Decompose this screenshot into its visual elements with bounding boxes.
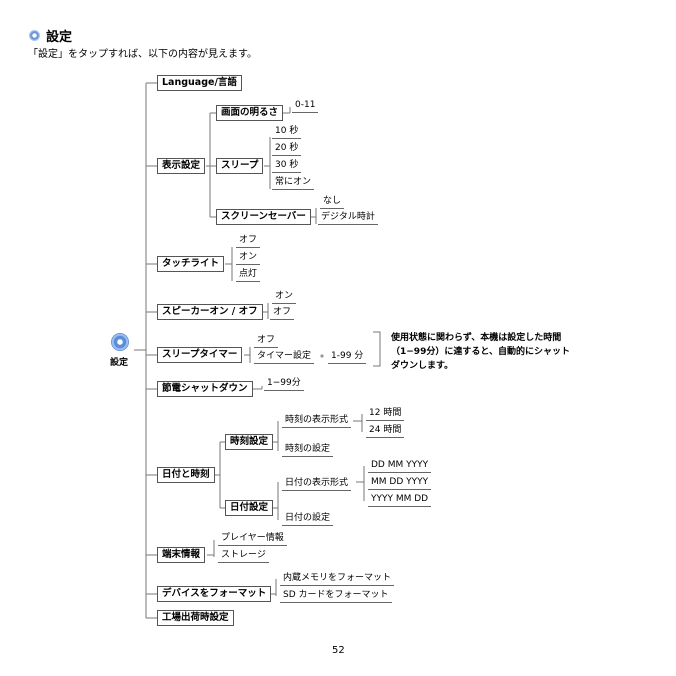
page-number: 52	[332, 645, 345, 656]
display-settings-node[interactable]: 表示設定	[157, 158, 206, 174]
date-format-label[interactable]: 日付の表示形式	[282, 477, 352, 491]
format-option[interactable]: SD カードをフォーマット	[280, 589, 392, 603]
time-format-option[interactable]: 12 時間	[366, 407, 405, 421]
date-set-label[interactable]: 日付の設定	[282, 512, 334, 526]
speaker-option[interactable]: オン	[272, 290, 297, 304]
date-time-node[interactable]: 日付と時刻	[157, 467, 215, 483]
sleep-timer-node[interactable]: スリープタイマー	[157, 347, 243, 363]
date-format-option[interactable]: YYYY MM DD	[368, 493, 432, 507]
page-subtitle: 「設定」をタップすれば、以下の内容が見えます。	[28, 49, 257, 60]
language-node[interactable]: Language/言語	[157, 75, 242, 91]
touchlight-node[interactable]: タッチライト	[157, 256, 225, 272]
sleep-timer-range: 1-99 分	[328, 350, 367, 364]
device-info-node[interactable]: 端末情報	[157, 547, 206, 563]
date-settings-node[interactable]: 日付設定	[225, 500, 274, 516]
time-set-label[interactable]: 時刻の設定	[282, 443, 334, 457]
date-format-option[interactable]: DD MM YYYY	[368, 459, 432, 473]
settings-gear-icon	[29, 30, 40, 41]
sleep-option[interactable]: 10 秒	[272, 125, 302, 139]
format-option[interactable]: 内蔵メモリをフォーマット	[280, 572, 395, 586]
touchlight-option[interactable]: オン	[236, 251, 261, 265]
power-save-value: 1−99分	[264, 377, 304, 391]
screensaver-option[interactable]: なし	[320, 195, 345, 209]
time-settings-node[interactable]: 時刻設定	[225, 434, 274, 450]
sleep-option[interactable]: 20 秒	[272, 142, 302, 156]
brightness-node[interactable]: 画面の明るさ	[216, 105, 284, 121]
power-save-node[interactable]: 節電シャットダウン	[157, 381, 253, 397]
speaker-option[interactable]: オフ	[270, 306, 295, 320]
screensaver-node[interactable]: スクリーンセーバー	[216, 209, 311, 225]
sleep-option[interactable]: 30 秒	[272, 159, 302, 173]
touchlight-option[interactable]: オフ	[236, 234, 261, 248]
root-label: 設定	[110, 358, 129, 368]
sleep-node[interactable]: スリープ	[216, 158, 264, 174]
factory-reset-node[interactable]: 工場出荷時設定	[157, 610, 234, 626]
format-device-node[interactable]: デバイスをフォーマット	[157, 586, 272, 602]
sleep-option[interactable]: 常にオン	[272, 176, 315, 190]
page-title: 設定	[46, 30, 73, 45]
date-format-option[interactable]: MM DD YYYY	[368, 476, 432, 490]
device-info-option[interactable]: プレイヤー情報	[218, 532, 287, 546]
screensaver-option[interactable]: デジタル時計	[318, 211, 378, 225]
time-format-label[interactable]: 時刻の表示形式	[282, 414, 352, 428]
gear-icon	[112, 334, 128, 350]
sleep-timer-option[interactable]: オフ	[254, 334, 279, 348]
sleep-timer-note: 使用状態に関わらず、本機は設定した時間 （1−99分）に達すると、自動的にシャッ…	[391, 333, 570, 371]
brightness-value: 0-11	[292, 99, 319, 113]
sleep-timer-option[interactable]: タイマー設定	[254, 350, 315, 364]
time-format-option[interactable]: 24 時間	[366, 424, 405, 438]
touchlight-option[interactable]: 点灯	[236, 268, 261, 282]
speaker-node[interactable]: スピーカーオン / オフ	[157, 304, 263, 320]
device-info-option[interactable]: ストレージ	[218, 549, 269, 563]
